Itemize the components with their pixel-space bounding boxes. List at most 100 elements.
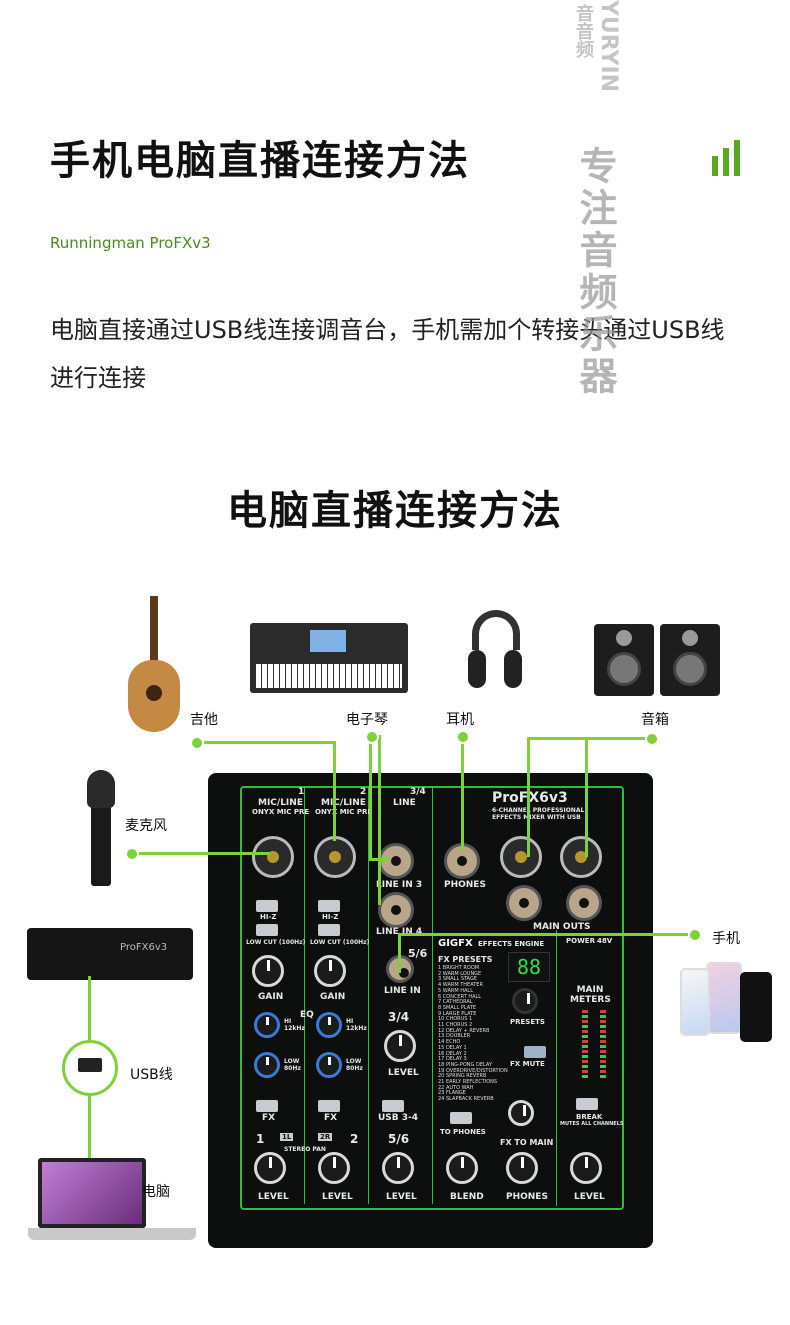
- ch2-level-knob[interactable]: [318, 1152, 350, 1184]
- ch1-level-label: LEVEL: [258, 1192, 289, 1202]
- microphone-grill: [87, 770, 115, 808]
- ch1-lowcut-label: LOW CUT (100Hz): [246, 939, 306, 946]
- ch1-mic-line: MIC/LINE: [258, 798, 303, 808]
- phones-label: PHONES: [444, 880, 486, 890]
- fx-preset-item: 15 DELAY 1: [438, 1044, 467, 1051]
- main-out-left-xlr: [500, 836, 542, 878]
- ch1-fx-button[interactable]: [256, 1100, 278, 1112]
- bars-icon: [712, 140, 742, 176]
- usb34-button[interactable]: [382, 1100, 404, 1112]
- ch1-hiz-label: HI-Z: [260, 913, 277, 921]
- fx-preset-item: 16 DELAY 2: [438, 1050, 467, 1057]
- break-button[interactable]: [576, 1098, 598, 1110]
- ch2-hi-knob[interactable]: [316, 1012, 342, 1038]
- fx-preset-item: 5 WARM HALL: [438, 987, 473, 994]
- main-out-left-jack: [506, 885, 542, 921]
- presets-knob[interactable]: [512, 988, 538, 1014]
- meter-left: [582, 1010, 588, 1078]
- ch2-fx-button[interactable]: [318, 1100, 340, 1112]
- ch2-low-knob[interactable]: [316, 1052, 342, 1078]
- ch2-gain-label: GAIN: [320, 992, 346, 1002]
- stereo-pan-label: STEREO PAN: [284, 1146, 326, 1153]
- watermark-vertical: 专注音频乐器: [573, 146, 617, 398]
- phone-icon-3: [680, 968, 710, 1036]
- mixer-panel: [240, 786, 624, 1210]
- fx-preset-item: 2 WARM LOUNGE: [438, 970, 482, 977]
- label-headphones: 耳机: [446, 712, 474, 728]
- label-keyboard: 电子琴: [346, 712, 388, 728]
- line-in3-label: LINE IN 3: [376, 880, 423, 890]
- fx-preset-item: 8 SMALL PLATE: [438, 1004, 477, 1011]
- label-computer: 电脑: [142, 1184, 170, 1200]
- ch56-number: 5/6: [408, 947, 428, 960]
- guitar-soundhole: [146, 685, 162, 701]
- fx-preset-item: 14 ECHO: [438, 1039, 461, 1046]
- section-heading: 电脑直播连接方法: [227, 488, 563, 534]
- main-level-label: LEVEL: [574, 1192, 605, 1202]
- ch2-combo-jack: [314, 836, 356, 878]
- pan-ch1-number: 1: [256, 1132, 265, 1146]
- fx-preset-item: 13 DOUBLER: [438, 1033, 471, 1040]
- headphones-left-cup: [468, 650, 486, 688]
- ch1-lowcut-button[interactable]: [256, 924, 278, 936]
- ch1-gain-knob[interactable]: [252, 955, 284, 987]
- pan-left-label: 1L: [280, 1133, 294, 1141]
- effects-engine-label: EFFECTS ENGINE: [478, 940, 545, 948]
- ch1-number: 1: [298, 787, 305, 797]
- main-outs-label: MAIN OUTS: [533, 922, 591, 932]
- fx-preset-item: 3 SMALL STAGE: [438, 976, 478, 983]
- line-in-56-jack: [386, 955, 414, 983]
- phones-knob-label: PHONES: [506, 1192, 548, 1202]
- watermark-latin: YURYIN: [596, 0, 621, 93]
- ch1-hiz-button[interactable]: [256, 900, 278, 912]
- ch2-fx-label: FX: [324, 1113, 338, 1123]
- ch56-level-label: LEVEL: [386, 1192, 417, 1202]
- ch2-hiz-button[interactable]: [318, 900, 340, 912]
- fx-preset-item: 1 BRIGHT ROOM: [438, 965, 480, 971]
- ch1-low-knob[interactable]: [254, 1052, 280, 1078]
- headphones-right-cup: [504, 650, 522, 688]
- speaker-right-icon: [660, 624, 720, 696]
- small-mixer-icon: [27, 928, 193, 980]
- gigfx-label: GIGFX: [438, 938, 473, 949]
- ch34-level-knob[interactable]: [384, 1030, 416, 1062]
- guitar-icon: [150, 596, 158, 666]
- ch2-hiz-label: HI-Z: [322, 913, 339, 921]
- laptop-base: [28, 1228, 196, 1240]
- ch2-hi-label: HI 12kHz: [346, 1018, 367, 1032]
- fx-mute-label: FX MUTE: [510, 1060, 545, 1068]
- ch1-low-label: LOW 80Hz: [284, 1058, 301, 1072]
- line-in-label: LINE IN: [384, 986, 421, 996]
- fx-preset-item: 10 CHORUS 1: [438, 1016, 473, 1023]
- fx-preset-item: 21 EARLY REFLECTIONS: [438, 1079, 498, 1086]
- main-level-knob[interactable]: [570, 1152, 602, 1184]
- ch56-level-number: 5/6: [388, 1132, 410, 1146]
- ch34-level-label: LEVEL: [388, 1068, 419, 1078]
- fx-preset-item: 12 DELAY + REVERB: [438, 1027, 490, 1034]
- to-phones-label: TO PHONES: [440, 1128, 486, 1136]
- fx-mute-button[interactable]: [524, 1046, 546, 1058]
- to-phones-button[interactable]: [450, 1112, 472, 1124]
- ch1-hi-label: HI 12kHz: [284, 1018, 305, 1032]
- ch2-lowcut-button[interactable]: [318, 924, 340, 936]
- blend-knob[interactable]: [446, 1152, 478, 1184]
- main-meters-label: MAIN METERS: [570, 985, 611, 1005]
- headphones-icon: [472, 610, 520, 650]
- ch2-gain-knob[interactable]: [314, 955, 346, 987]
- preset-display: 88: [508, 952, 550, 982]
- pan-right-label: 2R: [318, 1133, 333, 1141]
- meter-right: [600, 1010, 606, 1078]
- line-in3-jack: [378, 843, 414, 879]
- product-subtitle: Runningman ProFXv3: [50, 234, 211, 252]
- label-microphone: 麦克风: [125, 818, 167, 834]
- fx-to-main-knob[interactable]: [508, 1100, 534, 1126]
- phones-level-knob[interactable]: [506, 1152, 538, 1184]
- ch1-combo-jack: [252, 836, 294, 878]
- ch1-level-knob[interactable]: [254, 1152, 286, 1184]
- ch2-low-label: LOW 80Hz: [346, 1058, 363, 1072]
- ch56-level-knob[interactable]: [382, 1152, 414, 1184]
- description: 电脑直接通过USB线连接调音台，手机需加个转接头通过USB线进行连接: [50, 316, 725, 392]
- fx-preset-item: 18 PING-PONG DELAY: [438, 1061, 493, 1068]
- small-mixer-brand: ProFX6v3: [120, 942, 168, 953]
- ch1-hi-knob[interactable]: [254, 1012, 280, 1038]
